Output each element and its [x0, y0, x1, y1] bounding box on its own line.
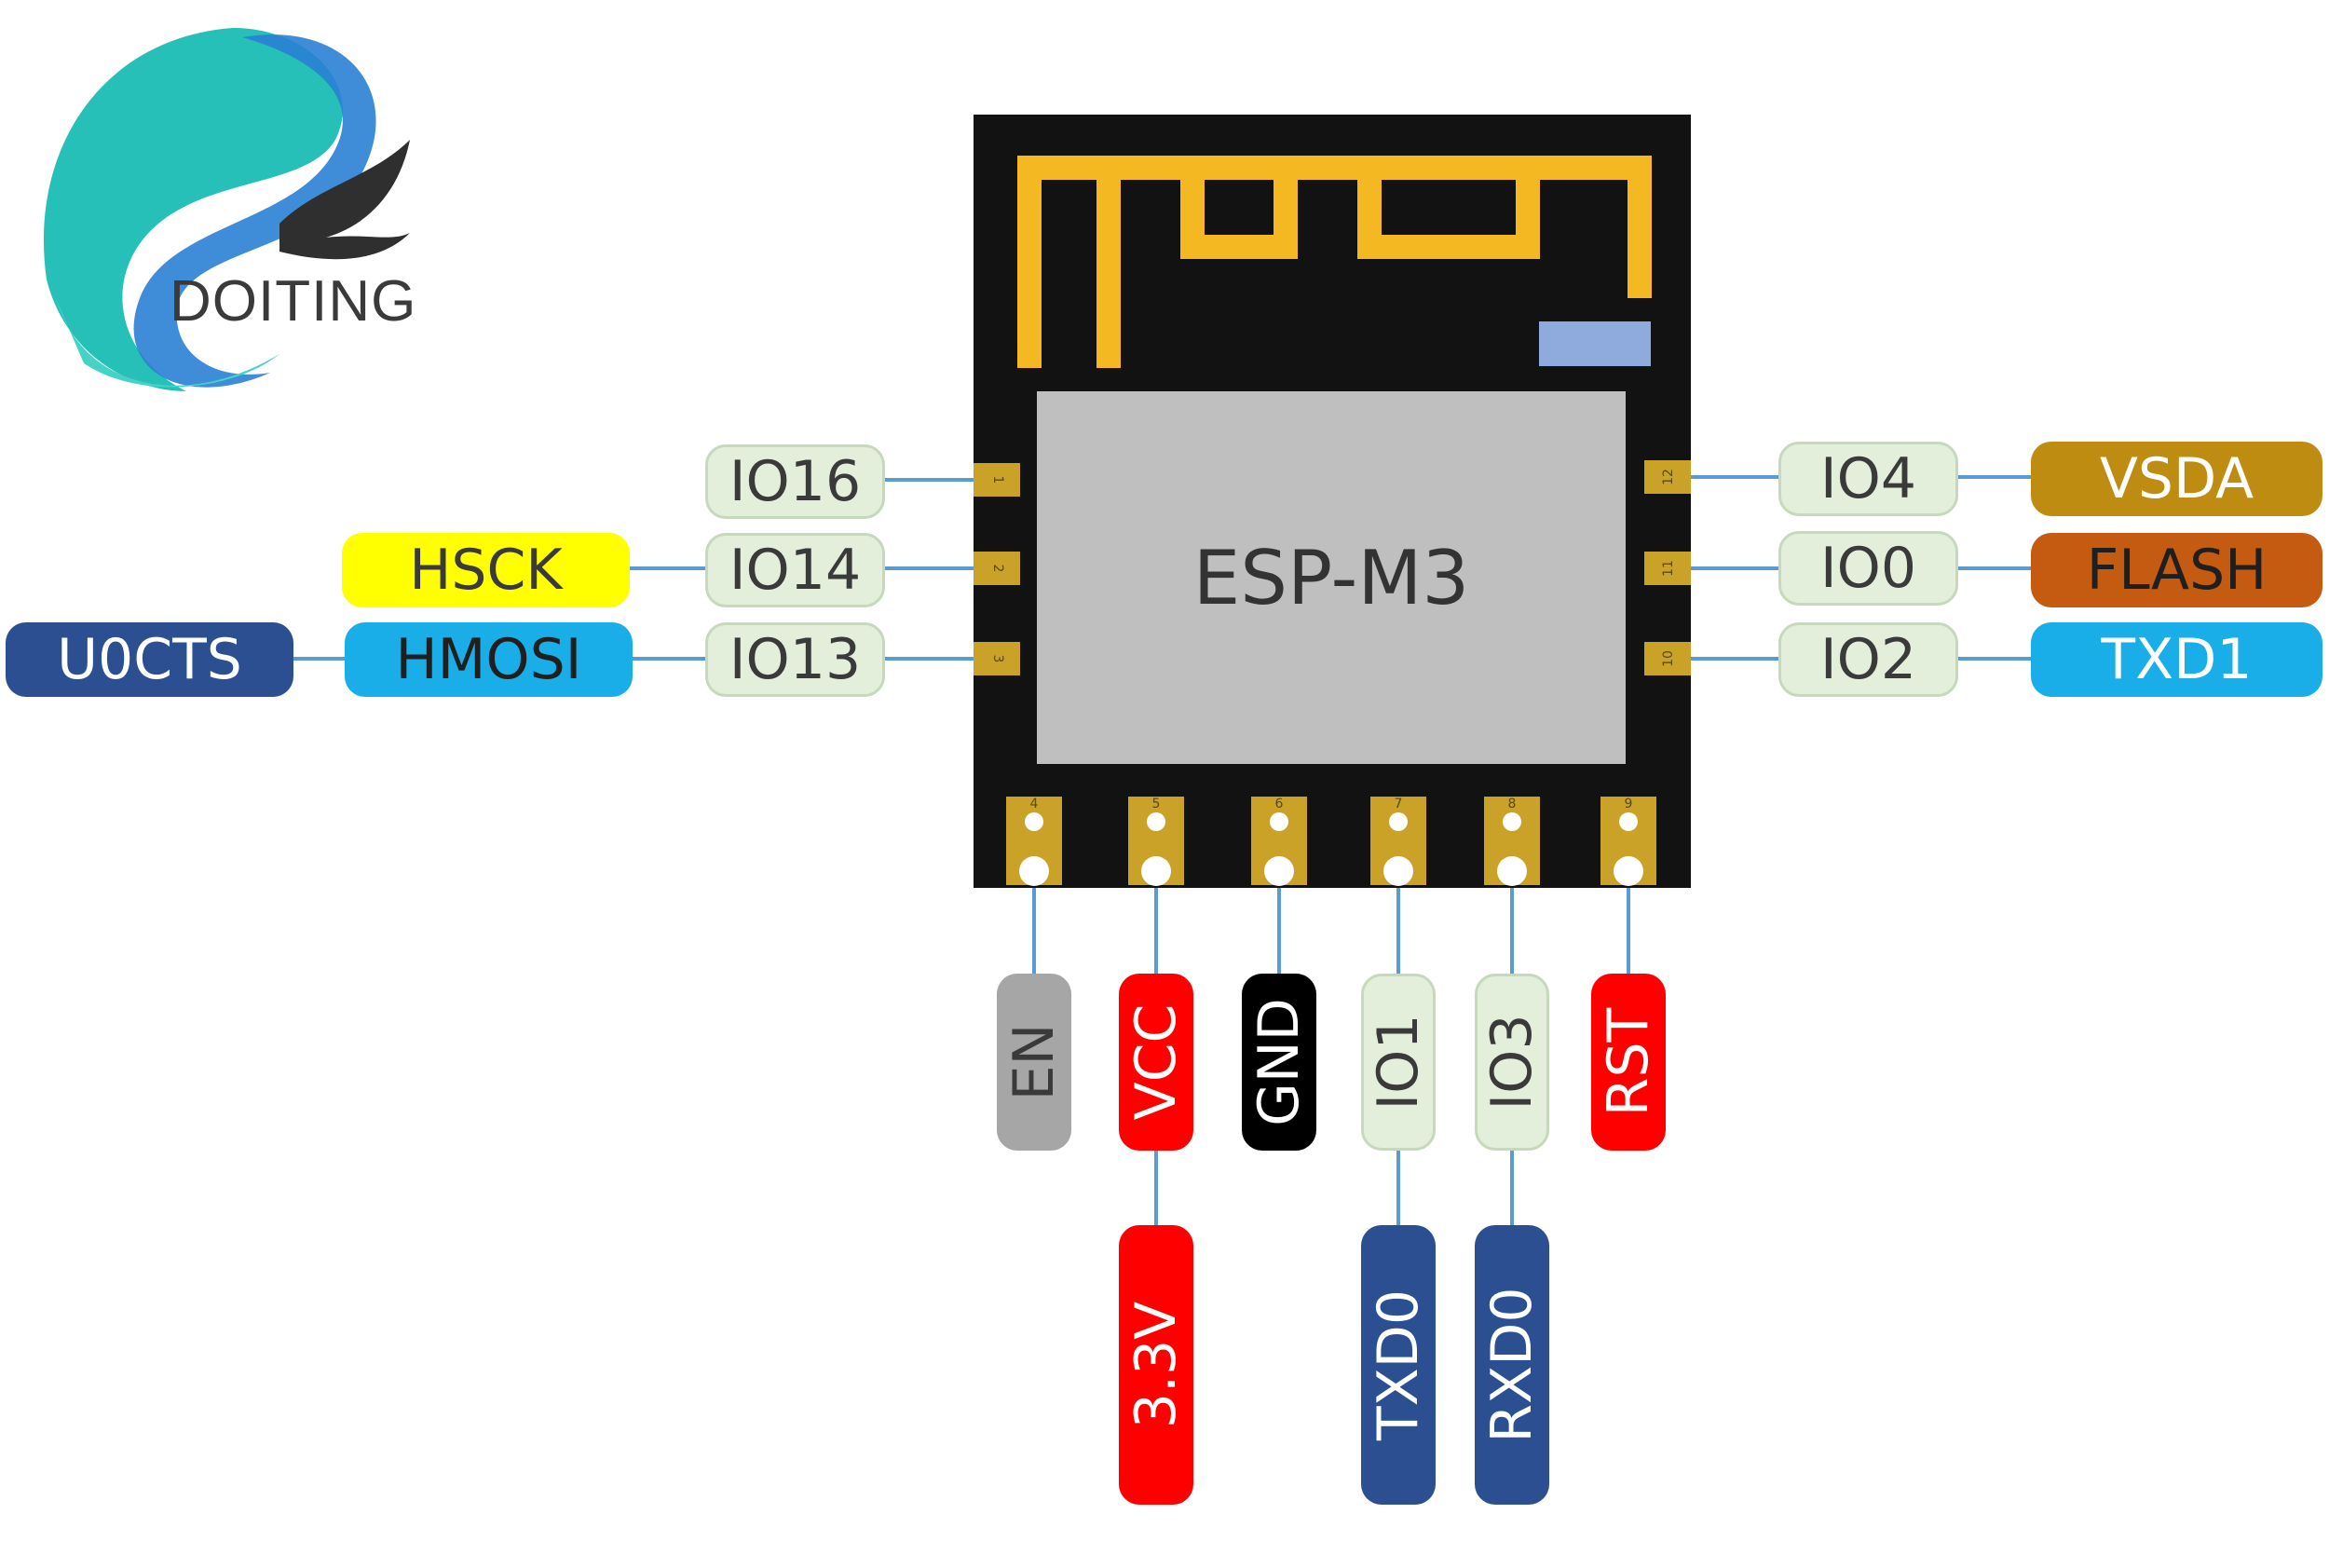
pin-label-io1-text: IO1	[1366, 1014, 1431, 1111]
pin-label-io3: IO3	[1475, 974, 1549, 1151]
module-name: ESP-M3	[1192, 534, 1470, 621]
logo-brand-text: DOITING	[170, 269, 417, 334]
bottom-pads	[1006, 797, 1656, 886]
pad-10	[1644, 642, 1691, 675]
pin-label-io0: IO0	[1778, 531, 1958, 606]
pin-number-1: 1	[990, 476, 1005, 484]
pin-label-gnd: GND	[1242, 974, 1316, 1151]
function-label-u0cts: U0CTS	[6, 622, 293, 697]
pin-label-io16: IO16	[705, 444, 885, 519]
pin-label-io14: IO14	[705, 533, 885, 607]
pin-label-vcc-text: VCC	[1124, 1003, 1189, 1121]
function-label-rxd0-text: RXD0	[1479, 1287, 1545, 1443]
pad-2	[974, 552, 1020, 585]
pin-number-8: 8	[1508, 797, 1517, 811]
function-label-hsck: HSCK	[342, 533, 630, 607]
pin-number-3: 3	[990, 655, 1005, 663]
pad-11	[1644, 552, 1691, 585]
shield-can	[1037, 391, 1626, 764]
pin-label-en: EN	[997, 974, 1071, 1151]
pin-label-vcc: VCC	[1119, 974, 1193, 1151]
pin-label-io3-text: IO3	[1479, 1014, 1545, 1111]
pin-label-rst: RST	[1591, 974, 1666, 1151]
pin-label-io13: IO13	[705, 622, 885, 697]
pad-3	[974, 642, 1020, 675]
pin-label-io2: IO2	[1778, 622, 1958, 697]
pin-number-12: 12	[1661, 469, 1676, 485]
pin-number-10: 10	[1661, 650, 1676, 667]
doiting-logo-icon	[43, 28, 410, 391]
function-label-txd0-text: TXD0	[1366, 1288, 1431, 1441]
pin-label-en-text: EN	[1001, 1023, 1067, 1101]
pin-number-6: 6	[1275, 797, 1284, 811]
pin-number-2: 2	[990, 565, 1005, 573]
pin-number-4: 4	[1030, 797, 1039, 811]
function-label-flash: FLASH	[2031, 533, 2322, 607]
pin-number-5: 5	[1152, 797, 1161, 811]
function-label-3v3-text: 3.3V	[1124, 1301, 1189, 1429]
pin-number-11: 11	[1661, 560, 1676, 577]
function-label-txd1: TXD1	[2031, 622, 2322, 697]
antenna-trace	[1017, 156, 1652, 368]
pad-12	[1644, 460, 1691, 494]
pad-1	[974, 463, 1020, 497]
function-label-txd0: TXD0	[1361, 1225, 1436, 1505]
pin-label-io4: IO4	[1778, 442, 1958, 516]
function-label-hmosi: HMOSI	[345, 622, 633, 697]
pin-number-7: 7	[1395, 797, 1403, 811]
function-label-rxd0: RXD0	[1475, 1225, 1549, 1505]
function-label-3v3: 3.3V	[1119, 1225, 1193, 1505]
pin-label-rst-text: RST	[1596, 1007, 1661, 1117]
pin-label-io1: IO1	[1361, 974, 1436, 1151]
pin-label-gnd-text: GND	[1246, 998, 1312, 1126]
antenna-feed-pad	[1539, 321, 1651, 366]
function-label-vsda: VSDA	[2031, 442, 2322, 516]
pin-number-9: 9	[1625, 797, 1633, 811]
